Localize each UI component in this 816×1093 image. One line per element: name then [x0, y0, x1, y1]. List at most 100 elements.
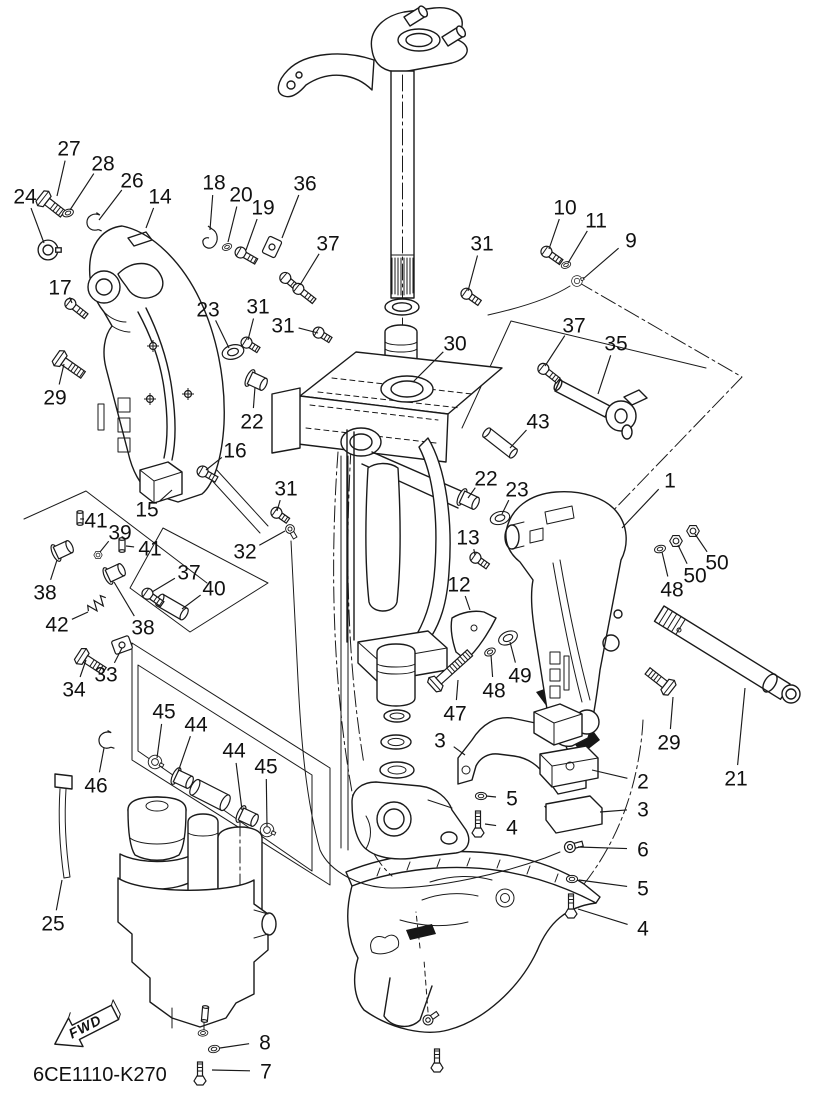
leader-line-44 — [235, 762, 243, 811]
callout-31: 31 — [271, 315, 294, 338]
leader-line-20 — [227, 206, 238, 243]
leader-line-10 — [548, 218, 560, 250]
callout-27: 27 — [57, 138, 80, 161]
leader-line-19 — [245, 218, 258, 251]
callout-18: 18 — [202, 172, 225, 195]
callout-14: 14 — [148, 186, 172, 209]
leader-line-29 — [669, 696, 674, 730]
clip-glyph — [98, 730, 115, 749]
leader-line-42 — [71, 611, 89, 620]
boltv-glyph — [193, 1061, 207, 1086]
lower-unit-art — [345, 719, 644, 1033]
callout-16: 16 — [223, 440, 246, 463]
leader-line-9 — [582, 247, 619, 280]
callout-31: 31 — [470, 233, 493, 256]
callout-46: 46 — [84, 775, 107, 798]
leader-line-6 — [577, 846, 628, 850]
callout-32: 32 — [233, 541, 256, 564]
leader-line-15 — [159, 489, 173, 502]
leader-line-33 — [113, 647, 123, 664]
callout-43: 43 — [526, 411, 549, 434]
leader-line-35 — [597, 355, 612, 395]
fastener-glyphs-layer — [35, 190, 700, 1086]
clip-glyph — [86, 212, 102, 232]
washer-glyph — [560, 261, 572, 269]
callout-31: 31 — [274, 478, 297, 501]
callout-37: 37 — [316, 233, 339, 256]
callout-41: 41 — [84, 510, 107, 533]
grommet-glyph — [147, 754, 165, 770]
leader-line-46 — [98, 747, 105, 773]
callout-13: 13 — [456, 527, 479, 550]
callout-36: 36 — [293, 173, 316, 196]
fwd-arrow: FWD — [54, 999, 121, 1048]
screw-glyph — [196, 465, 219, 483]
callout-19: 19 — [251, 197, 274, 220]
leader-line-25 — [55, 879, 63, 911]
leader-line-45 — [156, 723, 163, 759]
leader-line-4 — [577, 908, 628, 925]
pin-glyph — [189, 778, 231, 812]
nut-glyph — [686, 525, 700, 537]
callout-38: 38 — [131, 617, 154, 640]
leader-line-30 — [412, 351, 444, 383]
leader-line-48 — [490, 654, 494, 678]
leader-line-2 — [591, 769, 628, 779]
nut-glyph — [93, 551, 103, 559]
callout-48: 48 — [660, 579, 683, 602]
callout-35: 35 — [604, 333, 627, 356]
zerk-glyph — [147, 340, 159, 352]
eyelet-glyph — [285, 524, 298, 540]
screw-glyph — [292, 282, 317, 305]
bushing-glyph — [50, 539, 74, 562]
ringwasher-glyph — [221, 344, 245, 360]
pin-glyph — [76, 510, 84, 526]
callout-1: 1 — [664, 470, 676, 493]
bolt-glyph — [644, 666, 677, 696]
bolt-glyph — [73, 647, 108, 676]
callout-12: 12 — [447, 574, 470, 597]
tilt-lever-art — [553, 378, 648, 440]
bushing-glyph — [170, 767, 194, 790]
leader-line-23 — [501, 499, 510, 515]
callout-9: 9 — [625, 230, 637, 253]
leader-line-47 — [455, 679, 459, 701]
leader-line-14 — [145, 207, 155, 229]
plate-glyph — [111, 635, 133, 655]
leader-line-17 — [69, 297, 73, 304]
callout-39: 39 — [108, 522, 131, 545]
leader-line-31 — [298, 327, 319, 334]
screw-glyph — [469, 551, 491, 570]
callout-44: 44 — [222, 740, 246, 763]
callout-50: 50 — [683, 565, 706, 588]
screw-glyph — [270, 506, 291, 525]
callout-45: 45 — [152, 701, 175, 724]
leader-line-18 — [209, 194, 214, 231]
callout-23: 23 — [505, 479, 528, 502]
steering-arm-art — [277, 5, 468, 368]
leader-line-3 — [599, 809, 628, 813]
boltv-glyph — [471, 810, 485, 838]
washer-glyph — [654, 544, 666, 554]
callout-11: 11 — [585, 210, 607, 233]
tilt-unit-art — [117, 796, 277, 1031]
screw-glyph — [460, 287, 483, 307]
leader-line-45 — [265, 778, 268, 827]
leader-line-11 — [567, 230, 588, 264]
pin-glyph — [482, 427, 518, 459]
sender-wire-art — [290, 540, 561, 889]
callout-50: 50 — [705, 552, 728, 575]
leader-line-7 — [211, 1069, 251, 1072]
leader-line-41 — [125, 545, 135, 548]
washer-glyph — [565, 874, 579, 884]
leader-line-48 — [661, 551, 669, 577]
callout-17: 17 — [48, 277, 71, 300]
callout-5: 5 — [637, 878, 649, 901]
callout-7: 7 — [260, 1061, 272, 1084]
callout-25: 25 — [41, 913, 64, 936]
washer-glyph — [474, 791, 488, 801]
ground-wire-art — [487, 285, 571, 316]
callout-20: 20 — [229, 184, 252, 207]
